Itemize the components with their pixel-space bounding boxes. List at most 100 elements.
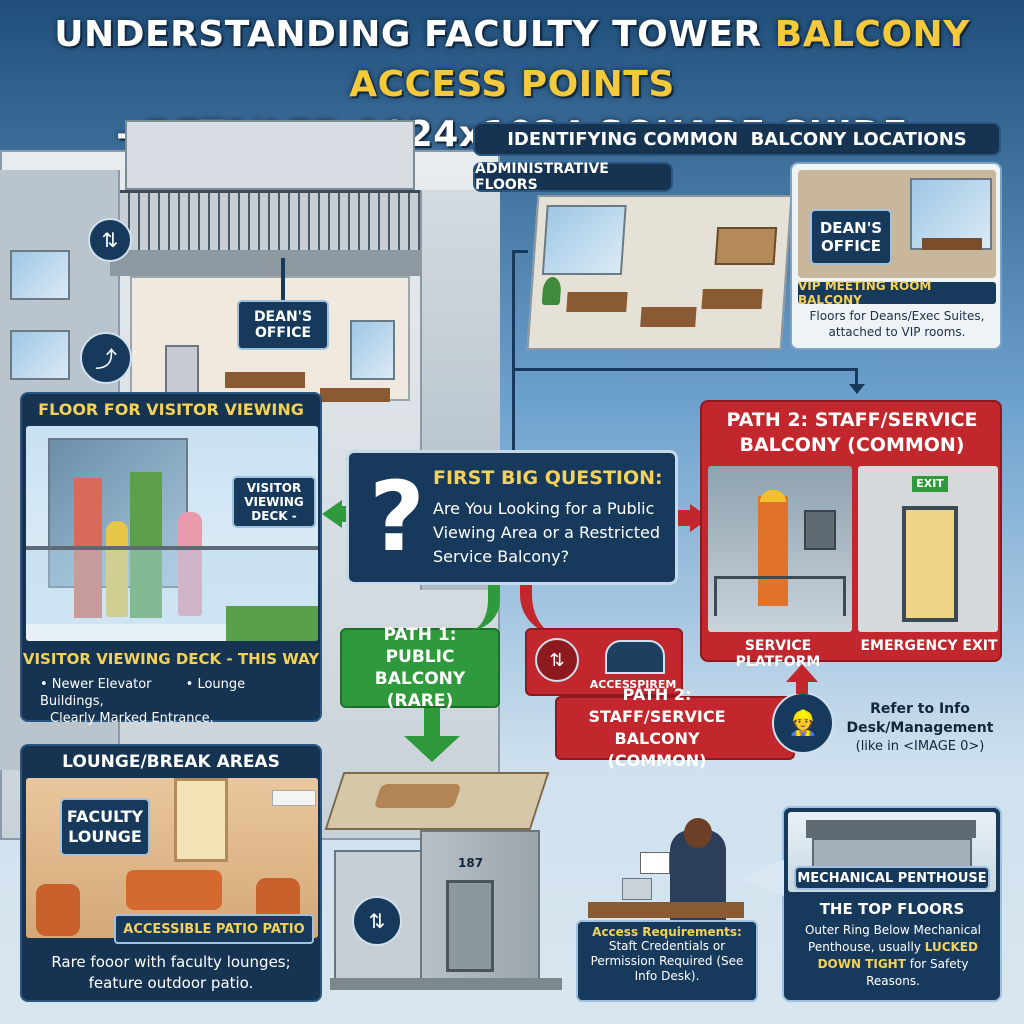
question-body: Are You Looking for a Public Viewing Are… — [433, 499, 660, 566]
emergency-exit-label: EMERGENCY EXIT — [860, 638, 998, 654]
platform-railing — [714, 576, 846, 616]
worker — [758, 496, 788, 606]
arrow-head — [849, 384, 865, 394]
lounge-panel: LOUNGE/BREAK AREAS FACULTY LOUNGE ACCESS… — [20, 744, 322, 1002]
tower-window-left — [10, 330, 70, 380]
path1-arrow-shaft — [424, 708, 440, 738]
info-desk-note: Refer to Info Desk/Management (like in <… — [840, 700, 1000, 756]
arrow-to-path2-shaft — [678, 510, 692, 526]
elevator-icon: ⇅ — [352, 896, 402, 946]
vip-description: Floors for Deans/Exec Suites, attached t… — [809, 309, 985, 339]
mechanical-penthouse-sign: MECHANICAL PENTHOUSE — [794, 866, 990, 890]
office-windows — [541, 205, 627, 275]
rooftop-lounge — [324, 772, 550, 830]
penthouse-roof — [806, 820, 976, 838]
visitor-deck-illustration — [26, 426, 318, 641]
top-floors-desc: Outer Ring Below Mechanical Penthouse, u… — [790, 922, 996, 990]
top-balcony-railing — [120, 190, 420, 250]
desk — [640, 307, 697, 327]
lounge-window — [174, 778, 228, 862]
person-child — [106, 521, 128, 617]
exit-door — [902, 506, 958, 622]
plant — [541, 277, 562, 305]
title-part1: UNDERSTANDING FACULTY TOWER — [54, 14, 775, 55]
info-desk-line1: Refer to Info Desk/Management — [846, 701, 994, 736]
elevator-door — [446, 880, 494, 972]
service-platform-label: SERVICE PLATFORM — [735, 638, 821, 670]
first-question-panel: ? FIRST BIG QUESTION: Are You Looking fo… — [346, 450, 678, 585]
lawn — [226, 606, 318, 641]
sign-pin — [281, 258, 285, 300]
vip-balcony-card: DEAN'S OFFICE VIP MEETING ROOM BALCONY F… — [790, 162, 1002, 350]
locations-header: IDENTIFYING COMMON BALCONY LOCATIONS — [473, 122, 1001, 156]
laptop-icon — [622, 878, 652, 900]
penthouse-pointer — [740, 860, 784, 896]
path2-label: PATH 2: STAFF/SERVICE BALCONY (COMMON) — [588, 685, 726, 770]
path2-up-arrow-icon — [786, 664, 818, 682]
access-title: Access Requirements: — [592, 925, 742, 939]
office-desk — [320, 388, 390, 402]
receptionist-head — [684, 818, 712, 848]
top-desc-a: Outer Ring Below Mechanical Penthouse, u… — [804, 923, 982, 954]
admin-office-illustration — [526, 195, 793, 350]
emergency-exit-illustration: EXIT — [858, 466, 998, 632]
rooftop-sofa — [373, 784, 462, 808]
armchair — [36, 884, 80, 936]
arrow-to-visitor-shaft — [340, 506, 350, 522]
dean-office-sign: DEAN'S OFFICE — [237, 300, 329, 350]
building-icon — [605, 640, 665, 674]
visitor-deck-title: VISITOR VIEWING DECK - THIS WAY — [22, 650, 320, 668]
connector-line — [512, 250, 528, 253]
elevator-icon: ⇅ — [88, 218, 132, 262]
office-desk — [225, 372, 305, 388]
desk — [566, 292, 628, 312]
faculty-lounge-sign: FACULTY LOUNGE — [60, 798, 150, 856]
admin-floors-label: ADMINISTRATIVE FLOORS — [473, 161, 673, 193]
exit-sign: EXIT — [912, 476, 948, 492]
tower-window-left — [10, 250, 70, 300]
visitor-bullet: • Lounge Buildings, — [40, 677, 246, 709]
stairs-icon: ⤴ — [80, 332, 132, 384]
top-desc-b: for Safety Reasons. — [866, 957, 969, 988]
top-floors-panel: MECHANICAL PENTHOUSE THE TOP FLOORS Oute… — [782, 806, 1002, 1002]
person-with-binoculars — [130, 472, 162, 618]
visitor-header: FLOOR FOR VISITOR VIEWING — [38, 400, 304, 419]
service-platform-illustration — [708, 466, 852, 632]
floor-slab — [110, 250, 430, 276]
access-permit-badge: ⇅ ACCESSPIREM — [525, 628, 683, 696]
elevator-icon: ⇅ — [535, 638, 579, 682]
path1-arrow-icon — [404, 736, 460, 762]
connector-line — [855, 368, 858, 388]
elevator-room-number: 187 — [458, 856, 484, 870]
visitor-deck-sign: VISITOR VIEWING DECK - — [232, 476, 316, 528]
question-mark: ? — [369, 461, 425, 573]
question-title: FIRST BIG QUESTION: — [433, 467, 663, 489]
path1-public-balcony: PATH 1: PUBLIC BALCONY (RARE) — [340, 625, 500, 711]
vip-dean-sign: DEAN'S OFFICE — [810, 209, 892, 265]
lounge-header: LOUNGE/BREAK AREAS — [62, 752, 280, 772]
office-door — [165, 345, 199, 397]
deck-glass-door — [48, 438, 188, 588]
office-window — [350, 320, 395, 380]
path2-up-shaft — [796, 680, 808, 694]
admin-floors-text: ADMINISTRATIVE FLOORS — [475, 161, 609, 193]
elevator-base — [330, 978, 562, 990]
hard-hat-icon — [760, 490, 786, 502]
visitor-bullets: • Newer Elevator • Lounge Buildings, Cle… — [40, 676, 310, 727]
access-body: Staft Credentials or Permission Required… — [590, 939, 744, 983]
visitor-viewing-panel: FLOOR FOR VISITOR VIEWING VISITOR VIEWIN… — [20, 392, 322, 726]
desk — [701, 289, 763, 309]
sofa — [126, 870, 222, 910]
info-desk-line2: (like in <IMAGE 0>) — [855, 739, 985, 754]
person-child — [178, 512, 202, 616]
visitor-bullet: Clearly Marked Entrance. — [50, 711, 214, 726]
path2-label-box: PATH 2: STAFF/SERVICE BALCONY (COMMON) — [555, 685, 795, 770]
arrow-to-visitor-icon — [322, 500, 342, 528]
title-highlight: BALCONY ACCESS POINTS — [349, 14, 970, 105]
access-permit-label: ACCESSPIREM — [589, 678, 677, 691]
path1-label: PATH 1: PUBLIC BALCONY (RARE) — [374, 625, 466, 711]
visitor-bullet: • Newer Elevator — [40, 677, 152, 692]
locked-down-text: LUCKED DOWN TIGHT — [817, 940, 978, 971]
vip-meeting-table — [922, 238, 982, 250]
path2-service-panel: PATH 2: STAFF/SERVICE BALCONY (COMMON) E… — [700, 400, 1002, 670]
